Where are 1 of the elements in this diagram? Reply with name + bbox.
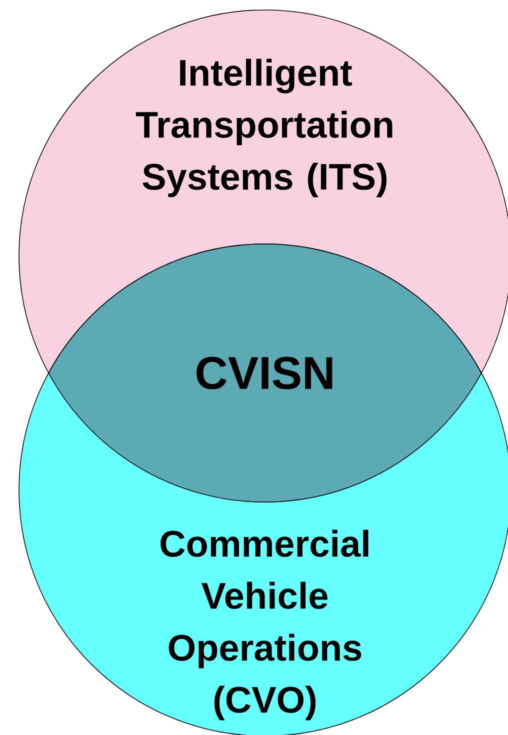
overlap-region: CVISN <box>48 244 482 502</box>
